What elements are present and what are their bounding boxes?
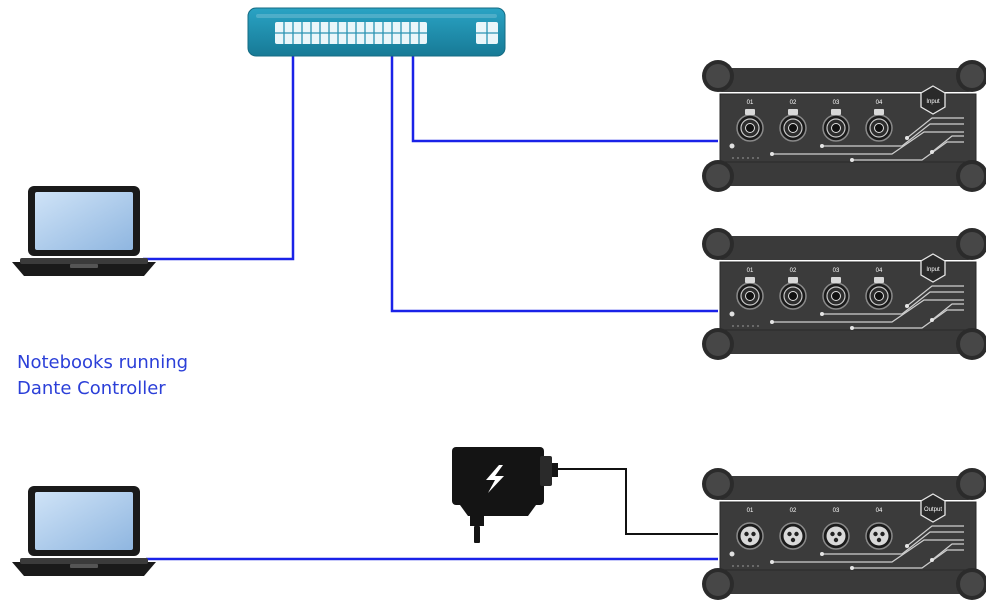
device-foot xyxy=(702,160,734,192)
device-foot xyxy=(702,328,734,360)
channel-label: 03 xyxy=(833,268,840,274)
badge-label: Output xyxy=(924,507,942,513)
badge-label: Input xyxy=(926,267,940,273)
channel-label: 02 xyxy=(790,508,797,514)
caption-line-1: Notebooks running xyxy=(17,352,189,373)
channel-label: 04 xyxy=(876,100,883,106)
output-badge: Output xyxy=(920,493,946,523)
channel-label: 03 xyxy=(833,508,840,514)
channel-label: 03 xyxy=(833,100,840,106)
lightning-icon xyxy=(486,465,504,493)
device-foot xyxy=(702,60,734,92)
cable-switch-to-input-2 xyxy=(390,55,718,313)
power-adapter-icon xyxy=(452,447,558,543)
device-foot xyxy=(702,468,734,500)
xlr-output-jack[interactable] xyxy=(779,522,807,550)
caption-line-2: Dante Controller xyxy=(17,378,166,399)
network-switch-icon xyxy=(247,7,506,57)
channel-label: 04 xyxy=(876,268,883,274)
power-cable xyxy=(555,468,718,535)
cable-switch-to-input-1 xyxy=(411,55,718,143)
dante-input-device: Input 01 02 03 04 xyxy=(702,228,986,360)
device-foot xyxy=(702,568,734,600)
channel-label: 01 xyxy=(747,508,754,514)
xlr-output-jack[interactable] xyxy=(865,522,893,550)
xlr-output-jack[interactable] xyxy=(822,522,850,550)
badge-label: Input xyxy=(926,99,940,105)
channel-label: 01 xyxy=(747,268,754,274)
channel-label: 04 xyxy=(876,508,883,514)
input-badge: Input xyxy=(920,85,946,115)
channel-label: 01 xyxy=(747,100,754,106)
dante-input-device: Input 01 02 03 04 xyxy=(702,60,986,192)
laptop-icon xyxy=(12,486,156,576)
xlr-output-jack[interactable] xyxy=(736,522,764,550)
channel-label: 02 xyxy=(790,268,797,274)
cable-laptop-top-to-switch xyxy=(143,55,295,261)
device-foot xyxy=(702,228,734,260)
dante-output-device: Output 01 02 03 04 xyxy=(702,468,986,600)
channel-label: 02 xyxy=(790,100,797,106)
network-cable xyxy=(143,55,718,561)
input-badge: Input xyxy=(920,253,946,283)
diagram-caption: Notebooks running Dante Controller xyxy=(17,350,188,402)
laptop-icon xyxy=(12,186,156,276)
